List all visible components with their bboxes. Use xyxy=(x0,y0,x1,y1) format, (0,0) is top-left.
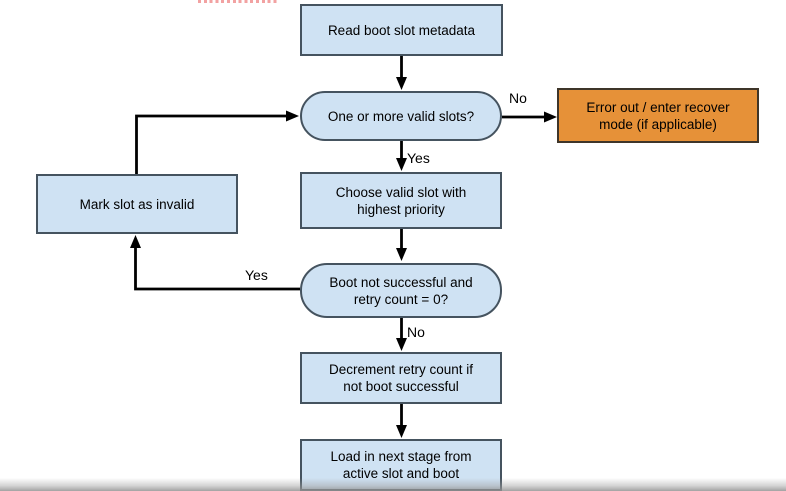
edge-choose-to-boot xyxy=(396,229,407,261)
node-decrement-retry: Decrement retry count if not boot succes… xyxy=(300,352,502,404)
node-label-line: retry count = 0? xyxy=(353,291,449,307)
node-label: Mark slot as invalid xyxy=(79,196,195,212)
edge-boot-to-decrement xyxy=(396,318,407,351)
edge-label-no-decrement: No xyxy=(407,324,425,340)
node-label: Read boot slot metadata xyxy=(327,22,476,38)
cropped-red-text-marks xyxy=(198,0,278,3)
edge-mark-to-valid xyxy=(135,110,299,174)
node-label-line: Error out / enter recover xyxy=(586,99,730,115)
node-label-line: Choose valid slot with xyxy=(335,184,467,200)
node-boot-retry-decision: Boot not successful and retry count = 0? xyxy=(300,263,502,318)
node-label-line: not boot successful xyxy=(343,379,459,394)
edge-label-yes-choose: Yes xyxy=(407,150,430,166)
edge-boot-to-mark xyxy=(130,235,300,291)
edge-label-yes-mark-invalid: Yes xyxy=(245,267,268,283)
edge-read-to-valid xyxy=(396,56,407,90)
node-label-line: highest priority xyxy=(357,201,445,217)
edge-valid-to-choose xyxy=(396,141,407,171)
node-choose-slot: Choose valid slot with highest priority xyxy=(300,172,502,229)
node-valid-slots-decision: One or more valid slots? xyxy=(300,91,502,141)
node-label-line: Load in next stage from xyxy=(330,449,472,464)
node-label-line: active slot and boot xyxy=(342,466,460,481)
node-label-line: Boot not successful and xyxy=(329,274,473,290)
node-error-recover: Error out / enter recover mode (if appli… xyxy=(557,88,759,143)
node-label: One or more valid slots? xyxy=(327,108,475,124)
node-read-metadata: Read boot slot metadata xyxy=(300,4,503,56)
node-label-line: Decrement retry count if xyxy=(328,362,474,377)
node-label-line: mode (if applicable) xyxy=(599,116,717,132)
edge-decrement-to-load xyxy=(396,404,407,438)
edge-label-no-error: No xyxy=(509,90,527,106)
edge-valid-to-error xyxy=(502,111,557,123)
node-mark-invalid: Mark slot as invalid xyxy=(36,174,238,234)
page-bottom-shadow xyxy=(0,478,786,491)
